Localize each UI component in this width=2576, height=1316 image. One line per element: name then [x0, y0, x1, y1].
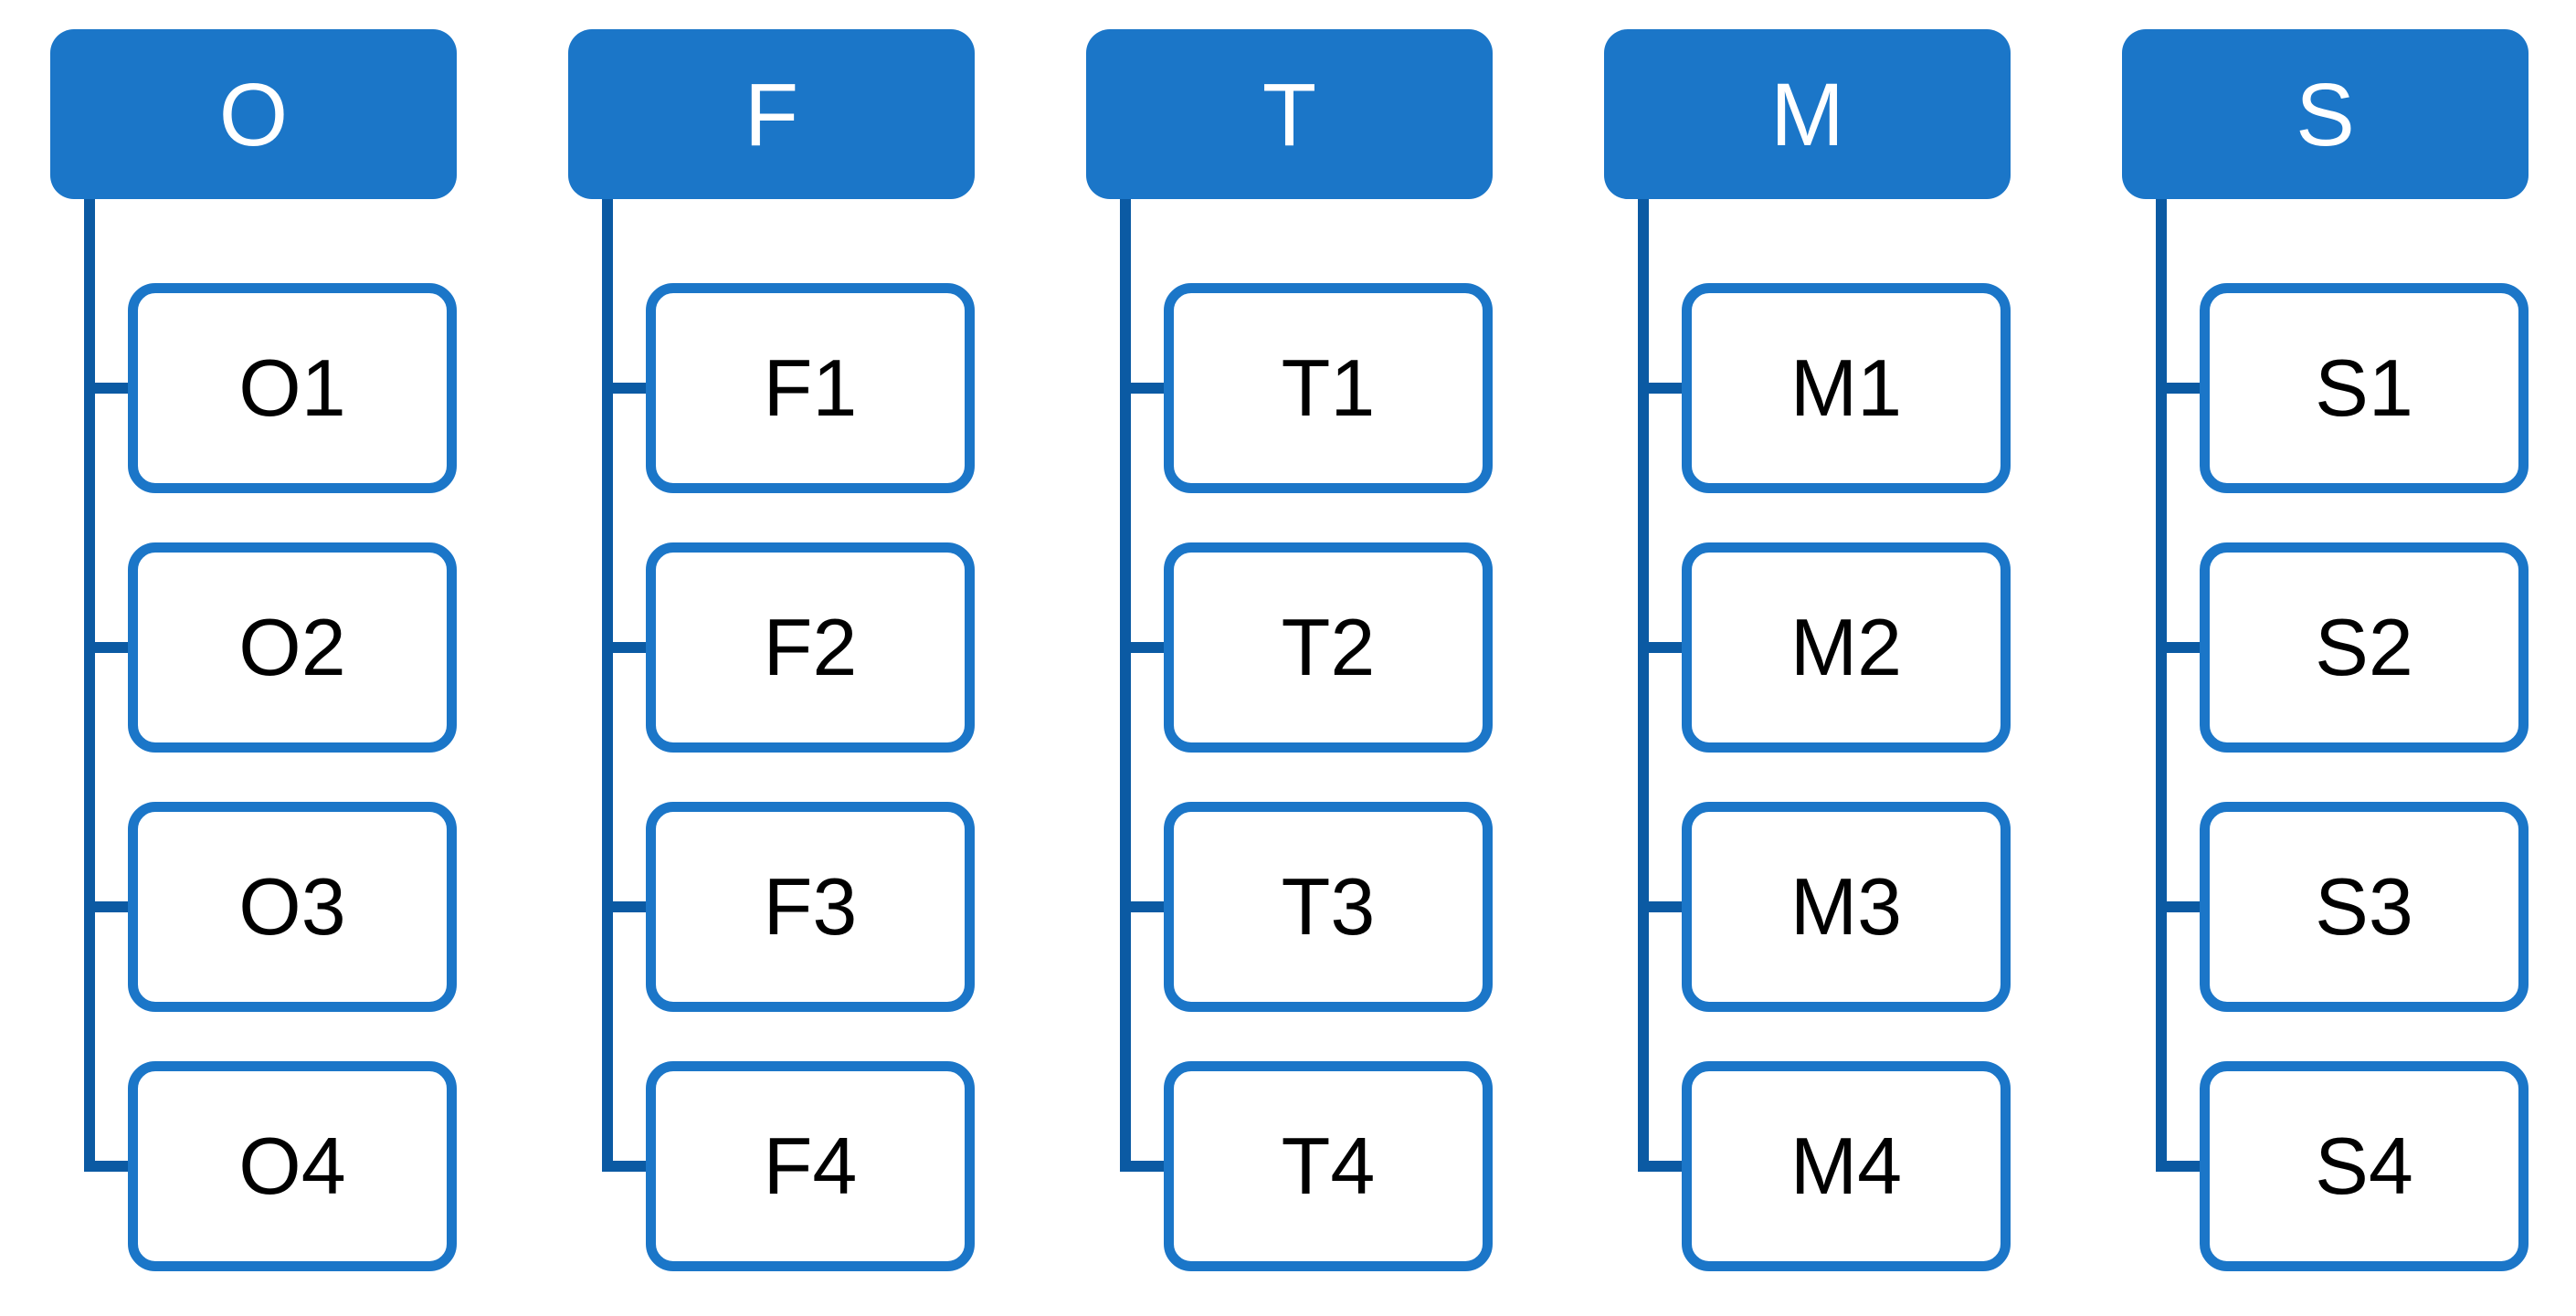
header-node-t: T [1086, 29, 1493, 199]
connector-stub [1120, 1161, 1164, 1172]
child-node-m1: M1 [1682, 283, 2011, 493]
child-node-m4: M4 [1682, 1061, 2011, 1271]
connector-trunk-f [602, 199, 613, 1172]
connector-stub [2156, 383, 2200, 394]
child-label-f3: F3 [763, 861, 858, 952]
column-m: M M1 M2 M3 M4 [1604, 29, 2011, 1280]
child-node-o4: O4 [128, 1061, 457, 1271]
child-node-t4: T4 [1164, 1061, 1493, 1271]
connector-trunk-m [1638, 199, 1649, 1172]
child-node-m2: M2 [1682, 542, 2011, 753]
child-label-o1: O1 [238, 342, 346, 433]
child-node-o3: O3 [128, 802, 457, 1012]
child-node-f2: F2 [646, 542, 975, 753]
child-node-o1: O1 [128, 283, 457, 493]
connector-stub [1638, 383, 1682, 394]
column-t: T T1 T2 T3 T4 [1086, 29, 1493, 1280]
connector-stub [84, 383, 128, 394]
connector-stub [1638, 901, 1682, 912]
child-label-s3: S3 [2315, 861, 2413, 952]
header-label-t: T [1262, 64, 1317, 164]
connector-stub [1120, 383, 1164, 394]
child-label-s1: S1 [2315, 342, 2413, 433]
header-node-s: S [2122, 29, 2528, 199]
child-node-s2: S2 [2200, 542, 2528, 753]
child-label-t1: T1 [1281, 342, 1376, 433]
child-label-o3: O3 [238, 861, 346, 952]
connector-stub [1120, 901, 1164, 912]
child-label-m3: M3 [1789, 861, 1903, 952]
child-node-t1: T1 [1164, 283, 1493, 493]
child-label-f4: F4 [763, 1121, 858, 1211]
header-label-f: F [744, 64, 799, 164]
child-label-m1: M1 [1789, 342, 1903, 433]
connector-trunk-t [1120, 199, 1131, 1172]
child-label-f1: F1 [763, 342, 858, 433]
child-label-s4: S4 [2315, 1121, 2413, 1211]
child-node-m3: M3 [1682, 802, 2011, 1012]
child-label-m2: M2 [1789, 602, 1903, 692]
header-label-m: M [1770, 64, 1844, 164]
connector-stub [1120, 642, 1164, 653]
child-node-f1: F1 [646, 283, 975, 493]
child-label-t2: T2 [1281, 602, 1376, 692]
column-o: O O1 O2 O3 O4 [50, 29, 457, 1280]
connector-trunk-o [84, 199, 95, 1172]
connector-stub [2156, 642, 2200, 653]
child-label-s2: S2 [2315, 602, 2413, 692]
header-node-f: F [568, 29, 975, 199]
connector-stub [602, 901, 646, 912]
child-node-s4: S4 [2200, 1061, 2528, 1271]
child-label-o4: O4 [238, 1121, 346, 1211]
header-label-o: O [218, 64, 289, 164]
child-label-t4: T4 [1281, 1121, 1376, 1211]
column-s: S S1 S2 S3 S4 [2122, 29, 2528, 1280]
header-node-m: M [1604, 29, 2011, 199]
connector-stub [2156, 901, 2200, 912]
child-label-t3: T3 [1281, 861, 1376, 952]
child-node-s3: S3 [2200, 802, 2528, 1012]
connector-stub [2156, 1161, 2200, 1172]
connector-stub [84, 1161, 128, 1172]
child-node-f4: F4 [646, 1061, 975, 1271]
connector-stub [602, 1161, 646, 1172]
child-node-f3: F3 [646, 802, 975, 1012]
connector-stub [1638, 1161, 1682, 1172]
child-node-o2: O2 [128, 542, 457, 753]
connector-stub [84, 642, 128, 653]
child-label-m4: M4 [1789, 1121, 1903, 1211]
connector-stub [602, 383, 646, 394]
connector-trunk-s [2156, 199, 2167, 1172]
child-label-o2: O2 [238, 602, 346, 692]
header-node-o: O [50, 29, 457, 199]
header-label-s: S [2296, 64, 2355, 164]
child-node-t2: T2 [1164, 542, 1493, 753]
child-node-s1: S1 [2200, 283, 2528, 493]
connector-stub [84, 901, 128, 912]
column-f: F F1 F2 F3 F4 [568, 29, 975, 1280]
connector-stub [602, 642, 646, 653]
connector-stub [1638, 642, 1682, 653]
child-node-t3: T3 [1164, 802, 1493, 1012]
child-label-f2: F2 [763, 602, 858, 692]
